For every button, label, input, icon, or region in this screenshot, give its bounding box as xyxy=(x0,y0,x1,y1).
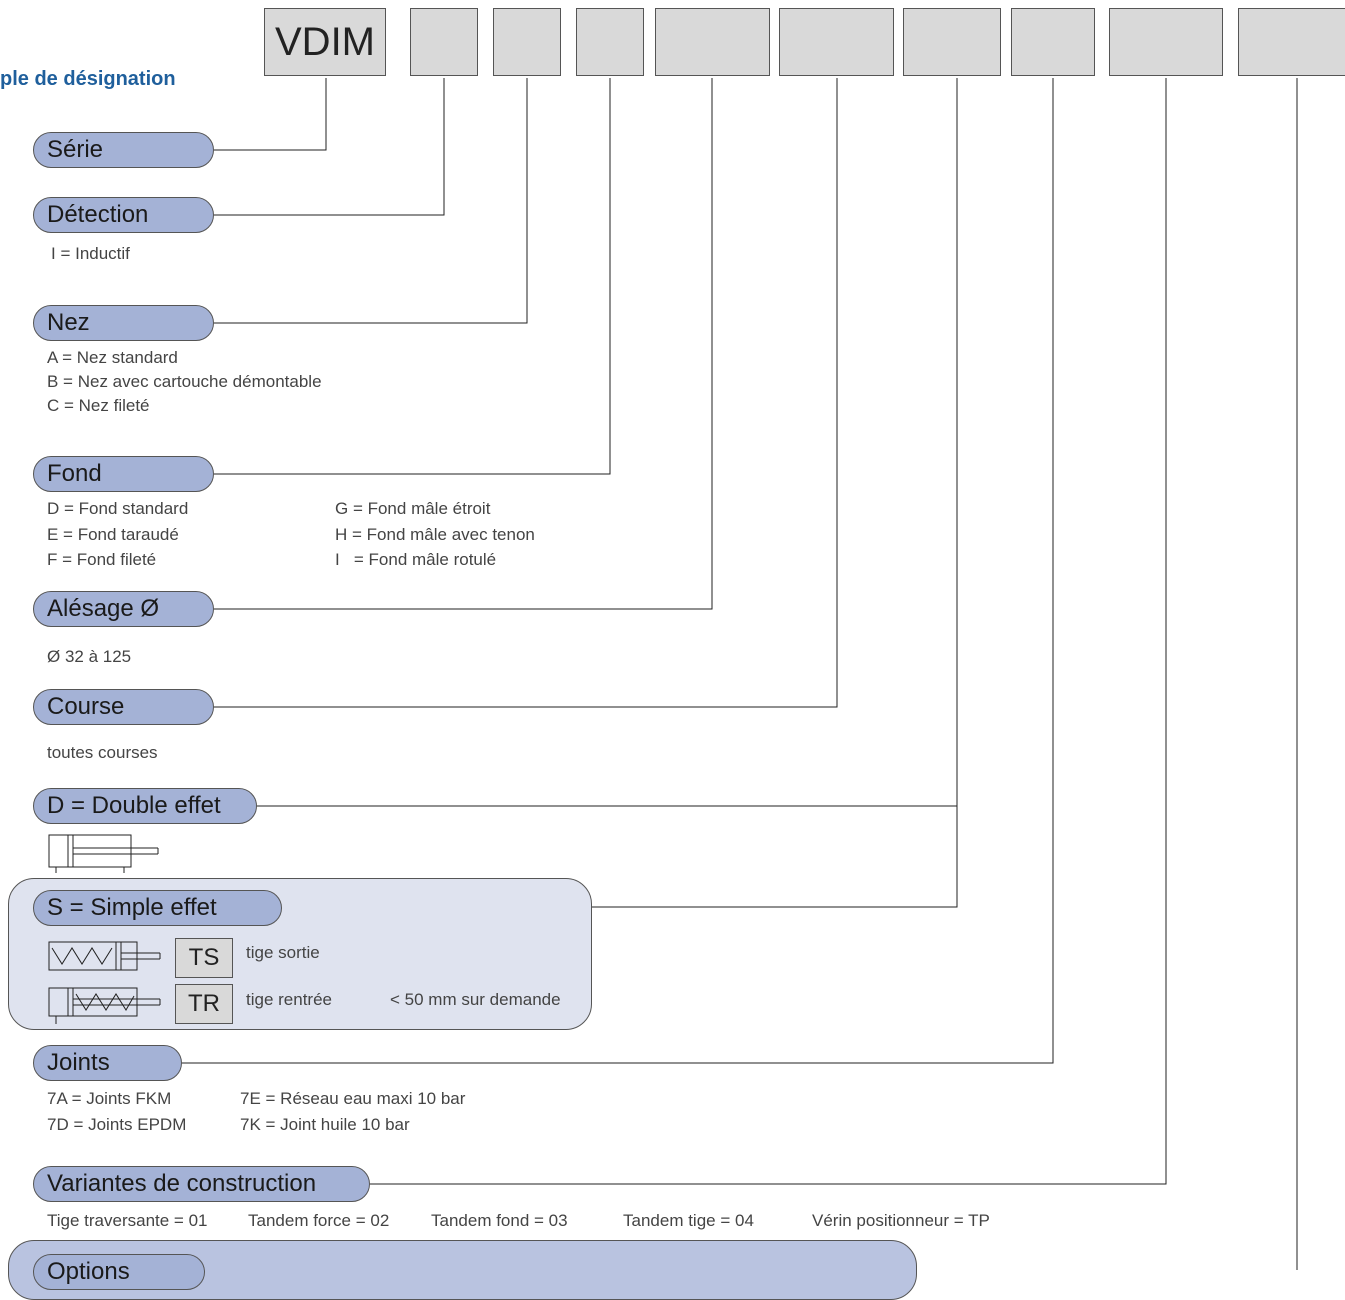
variantes-item: Tandem force = 02 xyxy=(248,1211,390,1230)
variantes-item: Vérin positionneur = TP xyxy=(812,1211,990,1230)
detection-item: I = Inductif xyxy=(51,244,130,263)
double-acting-cylinder-symbol xyxy=(48,834,159,873)
fond-item: D = Fond standard xyxy=(47,499,189,518)
variantes-item: Tige traversante = 01 xyxy=(47,1211,208,1230)
single-acting-retracted-symbol xyxy=(48,987,161,1024)
code-box-detection xyxy=(410,8,478,76)
pill-variantes: Variantes de construction xyxy=(33,1166,370,1202)
connector-nez xyxy=(214,78,528,324)
pill-fond: Fond xyxy=(33,456,214,492)
nez-item: C = Nez fileté xyxy=(47,396,150,415)
pill-alesage: Alésage Ø xyxy=(33,591,214,627)
ts-description: tige sortie xyxy=(246,943,320,962)
fond-item: G = Fond mâle étroit xyxy=(335,499,491,518)
code-box-effet xyxy=(903,8,1001,76)
single-acting-extended-symbol xyxy=(48,941,161,971)
pill-simple-effet: S = Simple effet xyxy=(33,890,282,926)
pill-joints: Joints xyxy=(33,1045,182,1081)
connector-alesage xyxy=(214,78,713,610)
fond-item: E = Fond taraudé xyxy=(47,525,179,544)
nez-item: B = Nez avec cartouche démontable xyxy=(47,372,322,391)
connector-fond xyxy=(214,78,611,475)
code-tr: TR xyxy=(175,984,233,1024)
pill-serie: Série xyxy=(33,132,214,168)
pill-nez: Nez xyxy=(33,305,214,341)
connector-effet xyxy=(282,78,958,908)
pill-options: Options xyxy=(33,1254,205,1290)
code-box-fond xyxy=(576,8,644,76)
code-box-series: VDIM xyxy=(264,8,386,76)
page-title: ple de désignation xyxy=(0,68,176,90)
code-box-alesage xyxy=(655,8,770,76)
fond-item: H = Fond mâle avec tenon xyxy=(335,525,535,544)
course-item: toutes courses xyxy=(47,743,158,762)
connector-course xyxy=(214,78,838,708)
code-box-options xyxy=(1238,8,1345,76)
tr-note: < 50 mm sur demande xyxy=(390,990,561,1009)
connector-lines xyxy=(182,78,1298,1270)
pill-detection: Détection xyxy=(33,197,214,233)
code-box-course xyxy=(779,8,894,76)
joints-item: 7D = Joints EPDM xyxy=(47,1115,187,1134)
code-box-joints xyxy=(1011,8,1095,76)
fond-item: F = Fond fileté xyxy=(47,550,157,569)
variantes-item: Tandem fond = 03 xyxy=(431,1211,568,1230)
code-box-nez xyxy=(493,8,561,76)
variantes-item: Tandem tige = 04 xyxy=(623,1211,754,1230)
tr-description: tige rentrée xyxy=(246,990,332,1009)
joints-item: 7K = Joint huile 10 bar xyxy=(240,1115,410,1134)
joints-item: 7A = Joints FKM xyxy=(47,1089,172,1108)
joints-item: 7E = Réseau eau maxi 10 bar xyxy=(240,1089,466,1108)
pill-course: Course xyxy=(33,689,214,725)
connector-detection xyxy=(214,78,445,216)
fond-item: I = Fond mâle rotulé xyxy=(335,550,497,569)
pill-double-effet: D = Double effet xyxy=(33,788,257,824)
alesage-item: Ø 32 à 125 xyxy=(47,647,132,666)
code-box-variantes xyxy=(1109,8,1223,76)
connector-serie xyxy=(214,78,327,151)
code-ts: TS xyxy=(175,938,233,978)
connector-variantes xyxy=(370,78,1167,1185)
connector-joints xyxy=(182,78,1054,1064)
nez-item: A = Nez standard xyxy=(47,348,178,367)
